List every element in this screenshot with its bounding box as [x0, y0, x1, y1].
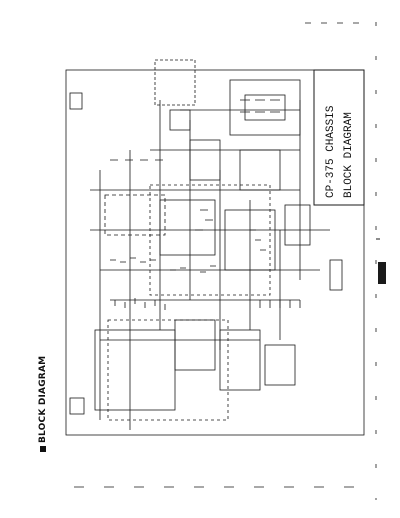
block-center [159, 199, 216, 256]
block-mid-right [239, 149, 281, 191]
block-center-right [224, 209, 276, 271]
block-left-dashed [104, 194, 166, 236]
block-right [284, 204, 311, 246]
connector-right [329, 259, 343, 291]
connector-bottom-left [69, 397, 85, 415]
component-marks [110, 99, 301, 310]
block-lower-right [264, 344, 296, 386]
title-chassis: CP-375 CHASSIS [325, 105, 337, 198]
group-lower [107, 319, 229, 421]
edge-tab-marker [378, 262, 386, 284]
connector-top-left [69, 92, 83, 110]
block-lower-left [94, 329, 176, 411]
heading-square-icon [39, 446, 46, 452]
block-upper-right-inner [244, 94, 286, 121]
side-heading-text: BLOCK DIAGRAM [38, 355, 48, 443]
block-mid-top [189, 139, 221, 181]
block-top-dashed [154, 59, 196, 106]
title-block-diagram: BLOCK DIAGRAM [343, 112, 355, 198]
block-lower-mid [219, 329, 261, 391]
block-upper-right [229, 79, 301, 136]
diagram-frame [65, 69, 365, 436]
bus-lines [90, 109, 330, 341]
side-heading: BLOCK DIAGRAM [38, 356, 48, 452]
block-small-top [169, 109, 191, 131]
block-lower-center [174, 319, 216, 371]
group-center [149, 184, 271, 296]
title-block-box [313, 69, 365, 206]
